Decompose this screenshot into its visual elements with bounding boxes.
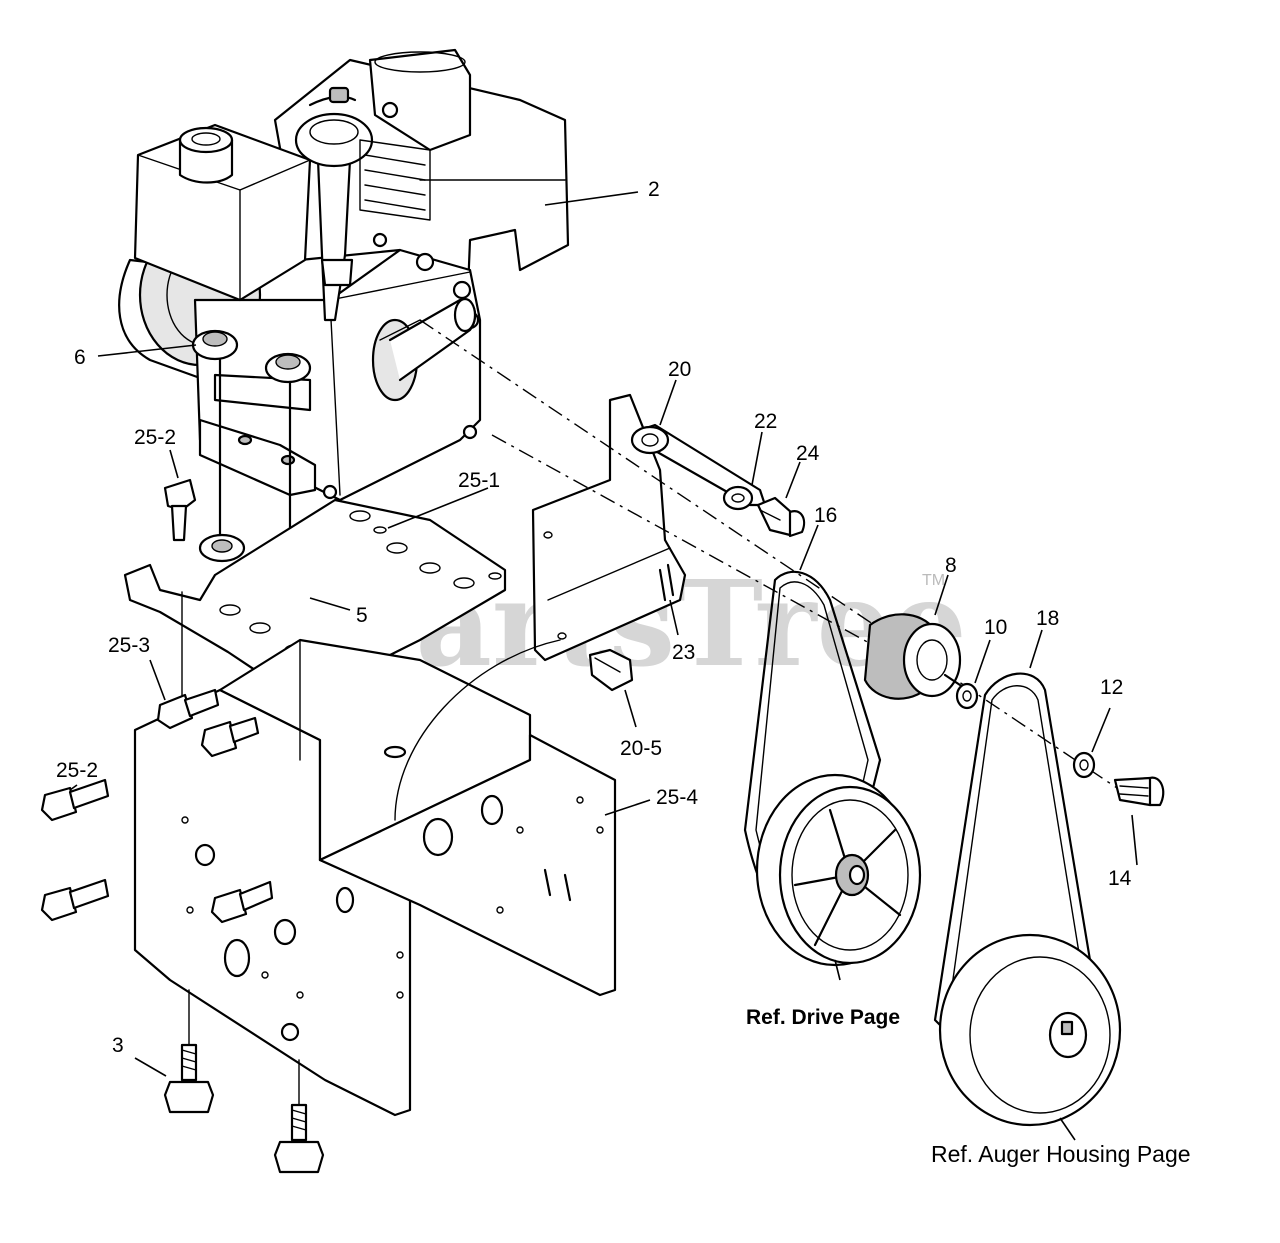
ref-drive-page: Ref. Drive Page [746,1006,900,1029]
callout-3: 3 [112,1034,124,1057]
belt-guide-bracket [394,393,687,821]
callout-24: 24 [796,442,820,465]
callout-10: 10 [984,616,1007,639]
ref-auger-housing-page: Ref. Auger Housing Page [931,1141,1191,1167]
watermark-trademark: TM [922,572,945,589]
frame-assembly [133,638,617,1117]
engine-pulley [863,613,979,710]
callout-20-5: 20-5 [620,737,662,760]
callout-16: 16 [814,504,837,527]
callout-12: 12 [1100,676,1123,699]
drive-belt-and-pulley [743,570,922,967]
auger-belt-and-pulley [933,672,1165,1127]
callout-2: 2 [648,178,660,201]
callout-25-4: 25-4 [656,786,698,809]
callout-20: 20 [668,358,691,381]
callout-6: 6 [74,346,86,369]
flange-bolts [40,478,325,1174]
bolt-20-5 [588,648,634,692]
reference-labels: Ref. Drive Page Ref. Auger Housing Page [746,1006,1191,1167]
callout-23: 23 [672,641,695,664]
callout-25-1: 25-1 [458,469,500,492]
callout-14: 14 [1108,867,1132,890]
callout-8: 8 [945,554,957,577]
callout-22: 22 [754,410,777,433]
callout-25-2-top: 25-2 [134,426,176,449]
callout-25-3: 25-3 [108,634,150,657]
callout-25-2-lower: 25-2 [56,759,98,782]
pulley-centerline [491,434,901,661]
callout-18: 18 [1036,607,1059,630]
idler-hardware [630,423,806,538]
leader-lines [69,191,1138,1141]
callout-5: 5 [356,604,368,627]
callout-labels: 2 6 20 22 24 16 25-2 25-1 8 5 23 10 18 2… [56,178,1132,1057]
engine-assembly [118,48,570,592]
